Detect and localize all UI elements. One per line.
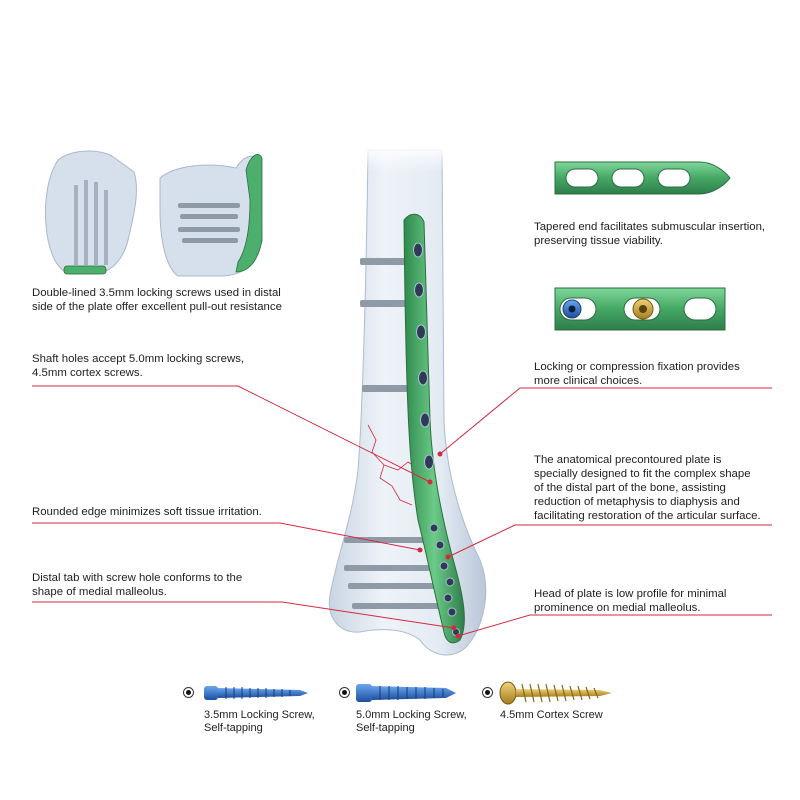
distal-bone-side-view xyxy=(159,154,263,277)
annotation-head-low-profile: Head of plate is low profile for minimal… xyxy=(534,588,727,614)
locking-screw-50-image xyxy=(356,684,456,702)
bullet-icon xyxy=(482,687,493,698)
annotation-rounded-edge: Rounded edge minimizes soft tissue irrit… xyxy=(32,506,262,518)
annotation-double-lined: Double-lined 3.5mm locking screws used i… xyxy=(32,287,282,313)
annotation-anatomical-plate: The anatomical precontoured plate is spe… xyxy=(534,454,761,522)
distal-bone-front-view xyxy=(45,150,137,275)
tapered-plate-detail xyxy=(554,161,731,195)
bone-plate xyxy=(403,213,465,644)
bullet-icon xyxy=(183,687,194,698)
annotation-locking-compression: Locking or compression fixation provides… xyxy=(534,361,740,387)
screw-label-45-cortex: 4.5mm Cortex Screw xyxy=(500,709,603,721)
screw-label-35-locking: 3.5mm Locking Screw, Self-tapping xyxy=(204,709,315,734)
annotation-shaft-holes: Shaft holes accept 5.0mm locking screws,… xyxy=(32,353,245,379)
bullet-icon xyxy=(339,687,350,698)
annotation-distal-tab: Distal tab with screw hole conforms to t… xyxy=(32,572,243,598)
cortex-screw-image xyxy=(499,681,612,705)
locking-screw-35-image xyxy=(204,686,308,700)
leader-lines xyxy=(32,385,772,637)
screw-label-50-locking: 5.0mm Locking Screw, Self-tapping xyxy=(356,709,467,734)
annotation-tapered-end: Tapered end facilitates submuscular inse… xyxy=(534,221,766,247)
locking-plate-detail xyxy=(554,287,726,331)
